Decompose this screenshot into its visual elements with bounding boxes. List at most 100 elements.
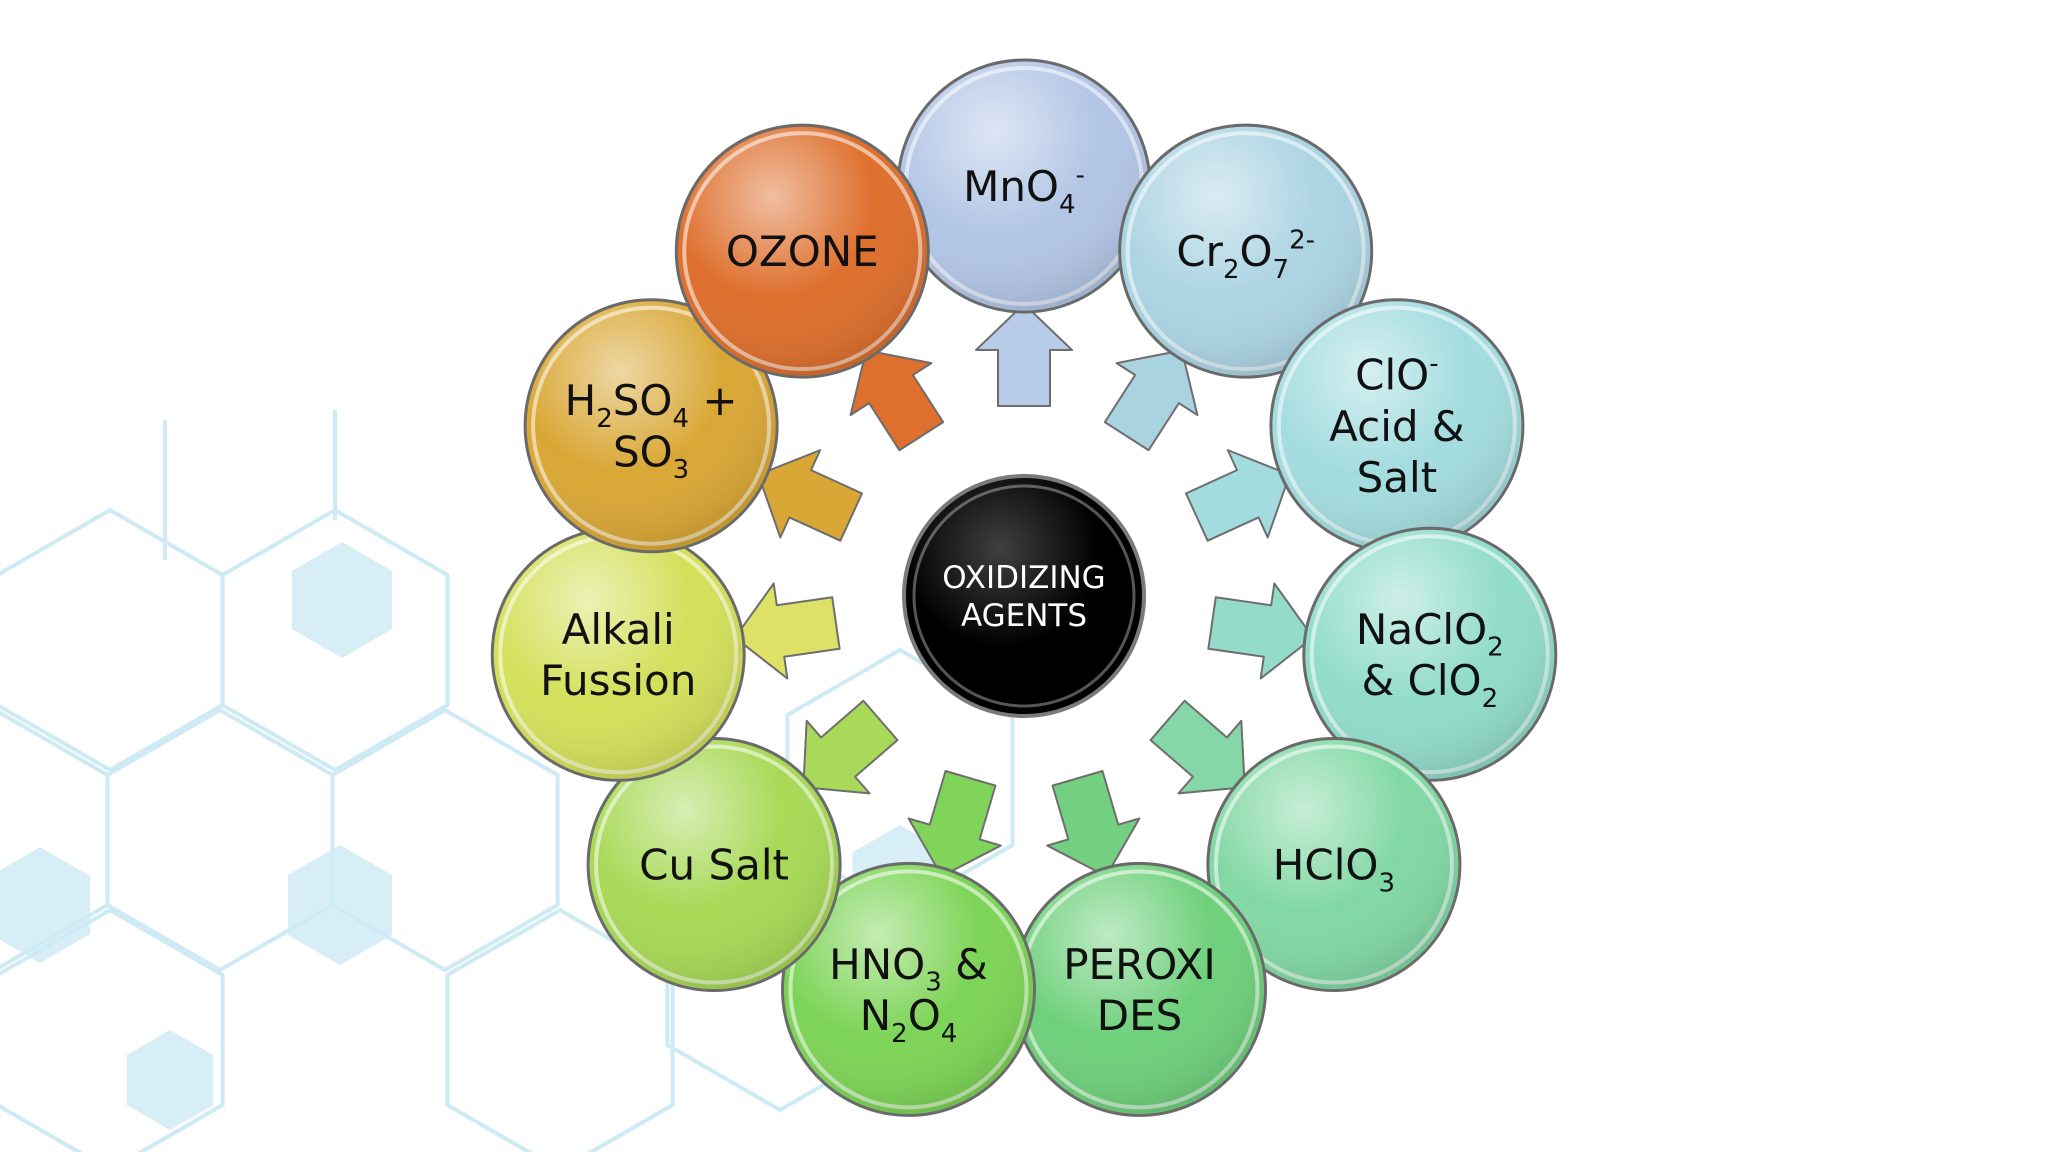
label-text: SO [613, 427, 673, 476]
arrow-shape [1149, 699, 1246, 795]
agent-label: HClO3 [1273, 841, 1395, 899]
label-text: AGENTS [961, 598, 1087, 634]
agent-circle-gloss [1209, 740, 1458, 989]
agent-node-ozone: OZONE [674, 123, 930, 379]
background-hexagon-filled [0, 847, 91, 963]
direction-arrow [757, 449, 863, 542]
arrow-shape [849, 349, 945, 452]
label-line: OXIDIZING [942, 560, 1105, 596]
label-subscript: 4 [941, 1019, 958, 1049]
label-subscript: 2 [1223, 255, 1240, 285]
label-subscript: 2 [1487, 633, 1504, 663]
arrow-shape [733, 582, 841, 680]
direction-arrow [849, 349, 945, 452]
hub-gloss [906, 478, 1142, 714]
arrow-shape [1046, 769, 1141, 878]
agent-node-mno4: MnO4- [896, 58, 1152, 314]
agent-node-naclo2: NaClO2& ClO2 [1302, 526, 1558, 782]
label-text: ClO [1355, 351, 1429, 400]
label-line: OZONE [726, 227, 879, 276]
background-hexagon-filled [126, 1030, 214, 1130]
label-line: Fussion [540, 656, 696, 705]
label-line: & ClO2 [1361, 656, 1498, 714]
background-hexagon [220, 507, 450, 773]
label-text: + [689, 376, 738, 425]
direction-arrow [733, 582, 841, 680]
label-text: H [565, 376, 597, 425]
label-line: HNO3 & [829, 940, 988, 998]
label-superscript: - [1076, 161, 1085, 191]
background-hexagon [0, 907, 225, 1152]
label-line: H2SO4 + [565, 376, 738, 434]
label-text: Cu Salt [639, 841, 789, 890]
agent-label: NaClO2& ClO2 [1356, 605, 1504, 714]
label-text: DES [1097, 991, 1183, 1040]
label-text: NaClO [1356, 605, 1487, 654]
label-text: Alkali [562, 605, 675, 654]
label-line: Acid & [1329, 402, 1465, 451]
agent-circle-gloss [678, 127, 927, 376]
agent-label: MnO4- [963, 161, 1085, 220]
direction-arrow [802, 699, 899, 795]
arrow-shape [1207, 582, 1315, 680]
agent-label: OZONE [726, 227, 879, 276]
label-text: OZONE [726, 227, 879, 276]
label-text: SO [613, 376, 673, 425]
label-subscript: 2 [1482, 684, 1499, 714]
arrow-shape [1103, 349, 1199, 452]
agent-node-clo: ClO-Acid &Salt [1269, 298, 1525, 554]
label-subscript: 3 [925, 968, 942, 998]
agent-label: Cr2O72- [1176, 226, 1315, 285]
label-line: Alkali [562, 605, 675, 654]
label-line: DES [1097, 991, 1183, 1040]
agent-circle-gloss [1305, 530, 1554, 779]
label-text: HNO [829, 940, 925, 989]
label-line: SO3 [613, 427, 689, 485]
agent-node-cu-salt: Cu Salt [586, 737, 842, 992]
arrow-shape [975, 303, 1073, 407]
agent-label: ClO-Acid &Salt [1329, 349, 1465, 502]
label-text: N [860, 991, 891, 1040]
label-text: Acid & [1329, 402, 1465, 451]
agent-circle-gloss [590, 740, 839, 989]
direction-arrow [975, 303, 1073, 407]
label-subscript: 3 [673, 455, 690, 485]
label-line: NaClO2 [1356, 605, 1504, 663]
agent-node-hclo3: HClO3 [1206, 737, 1462, 992]
label-text: PEROXI [1063, 940, 1216, 989]
arrow-shape [1185, 449, 1291, 542]
direction-arrow [1149, 699, 1246, 795]
label-superscript: 2- [1289, 226, 1315, 256]
label-text: Fussion [540, 656, 696, 705]
direction-arrow [1103, 349, 1199, 452]
agent-label: H2SO4 +SO3 [565, 376, 738, 485]
agent-circle-gloss [1015, 865, 1264, 1114]
agent-circle-gloss [527, 301, 776, 550]
label-subscript: 2 [891, 1019, 908, 1049]
agent-label: HNO3 &N2O4 [829, 940, 988, 1049]
background-hexagon [0, 710, 110, 970]
label-line: Cu Salt [639, 841, 789, 890]
direction-arrow [1185, 449, 1291, 542]
label-text: & ClO [1361, 656, 1481, 705]
label-text: O [1239, 227, 1272, 276]
label-text: Salt [1357, 453, 1438, 502]
label-line: Cr2O72- [1176, 226, 1315, 285]
agent-label: Cu Salt [639, 841, 789, 890]
agent-circle-gloss [1121, 127, 1370, 376]
label-subscript: 7 [1273, 255, 1290, 285]
label-line: PEROXI [1063, 940, 1216, 989]
agent-node-h2so4: H2SO4 +SO3 [523, 298, 779, 554]
agent-circle-gloss [784, 865, 1033, 1114]
agent-circle-gloss [1272, 301, 1521, 550]
label-subscript: 4 [1059, 190, 1076, 220]
arrow-shape [757, 449, 863, 542]
